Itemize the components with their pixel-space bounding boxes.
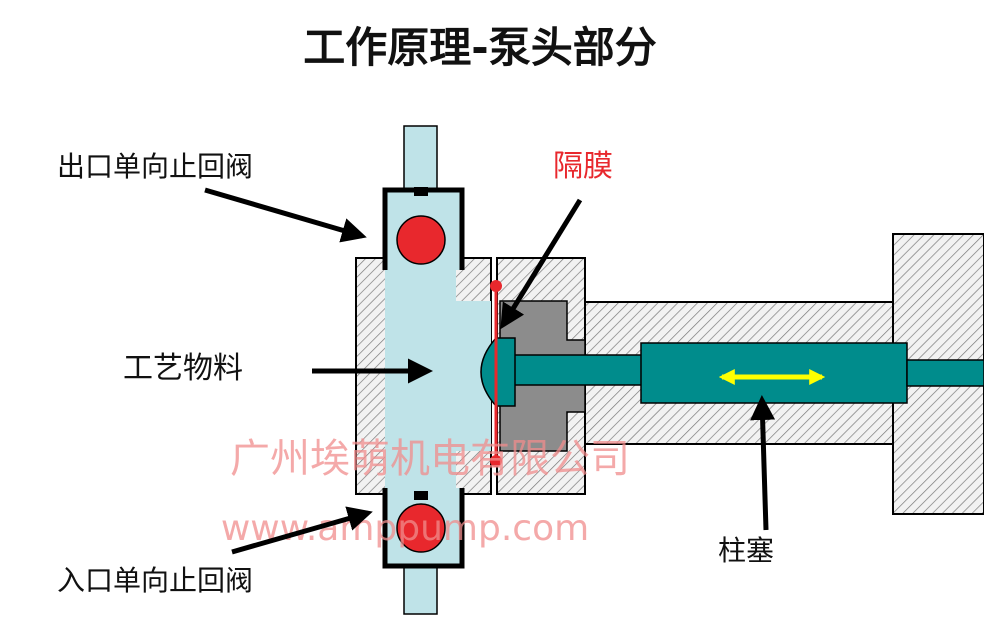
- label-diaphragm: 隔膜: [553, 149, 613, 184]
- inlet-valve-seat: [414, 491, 428, 500]
- diaphragm-bottom-dot: [490, 455, 502, 467]
- outlet-check-ball: [396, 215, 446, 265]
- plunger-rod: [513, 354, 645, 386]
- plunger-tail: [906, 359, 984, 387]
- inlet-check-ball: [396, 503, 446, 553]
- process-fluid-chamber: [385, 258, 491, 494]
- pointer-plunger: [750, 395, 776, 531]
- watermark-company: 广州埃萌机电有限公司: [230, 436, 630, 482]
- outlet-valve-seat: [414, 187, 428, 196]
- label-outlet-valve: 出口单向止回阀: [57, 150, 253, 183]
- inlet-valve-stem: [403, 563, 438, 615]
- label-plunger: 柱塞: [718, 534, 774, 567]
- outlet-valve-stem: [403, 125, 438, 191]
- plunger-body: [640, 342, 908, 404]
- watermark-url: www.amppump.com: [221, 508, 589, 549]
- pointer-diaphragm: [500, 198, 583, 330]
- diagram-title: 工作原理-泵头部分: [303, 23, 656, 72]
- diaphragm-top-dot: [490, 280, 502, 292]
- pointer-inlet-valve: [231, 506, 373, 555]
- label-inlet-valve: 入口单向止回阀: [57, 564, 253, 597]
- label-process-fluid: 工艺物料: [123, 351, 243, 386]
- pointer-outlet-valve: [204, 187, 367, 243]
